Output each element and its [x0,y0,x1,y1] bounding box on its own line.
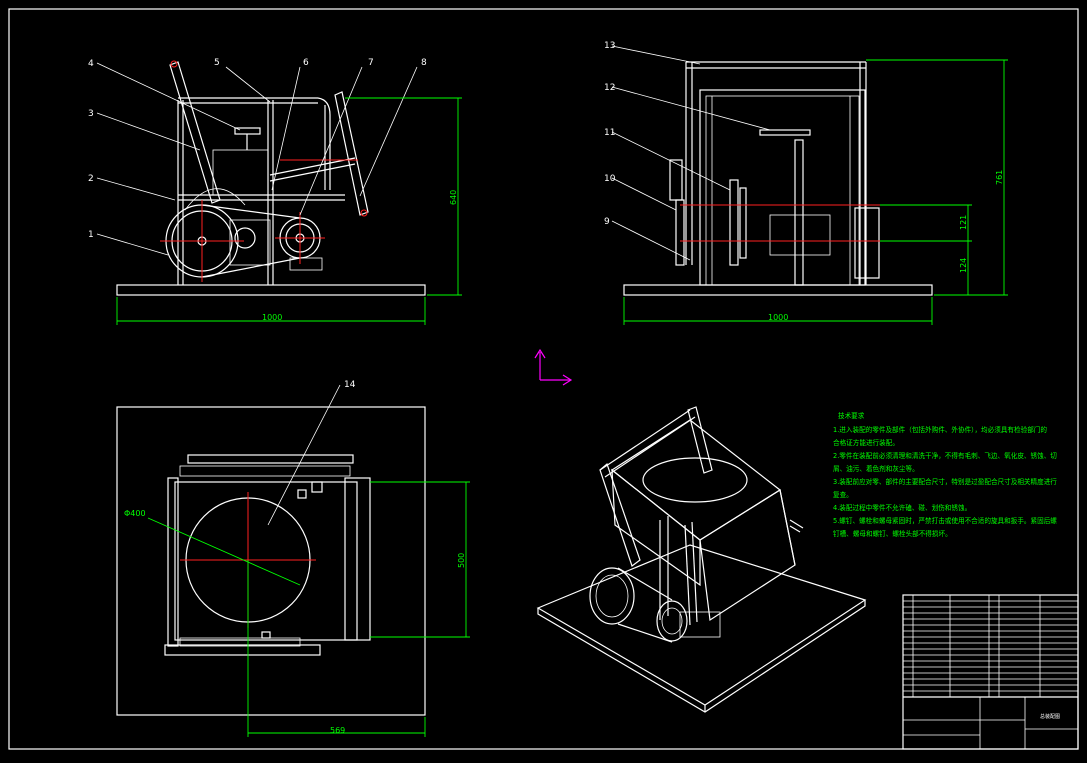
leader-3 [96,112,201,151]
side-base-plate [623,284,933,296]
part-label-3: 3 [88,109,94,119]
part-label-9: 9 [604,217,610,227]
part-label-11: 11 [604,128,615,138]
side-view: 13 12 11 10 9 1000 761 121 124 [604,41,1008,325]
part-label-7: 7 [368,58,374,68]
note-line-6: 复查。 [833,490,853,499]
drawing-name: 总装配图 [1040,713,1060,720]
leader-6 [271,66,301,191]
dim-front-width: 1000 [262,313,282,322]
note-line-5: 3.装配前应对零、部件的主要配合尺寸，特别是过盈配合尺寸及相关精度进行 [833,477,1057,486]
leader-9 [611,220,691,261]
dim-top-depth: 500 [457,553,466,568]
part-label-10: 10 [604,174,616,184]
dim-side-121: 121 [959,215,968,230]
dim-side-124: 124 [959,258,968,273]
note-line-7: 4.装配过程中零件不允许磕、碰、划伤和锈蚀。 [833,503,971,512]
technical-notes: 技术要求 1.进入装配的零件及部件（包括外购件、外协件），均必须具有检验部门的 … [833,411,1057,538]
leader-11 [611,131,731,191]
top-view: 14 Φ400 500 569 [116,380,470,737]
note-line-3: 2.零件在装配前必须清理和清洗干净，不得有毛刺、飞边、氧化皮、锈蚀、切 [833,451,1057,460]
ucs-icon [534,348,573,386]
dim-side-total-height: 761 [995,170,1004,185]
isometric-view [536,406,867,713]
leader-4 [96,62,241,131]
leader-13 [611,45,701,65]
leader-2 [96,177,176,201]
part-label-6: 6 [303,58,309,68]
part-label-1: 1 [88,230,94,240]
notes-title: 技术要求 [838,411,865,420]
leader-1 [96,233,169,256]
drawing-frame [8,8,1079,750]
iso-base-plate [536,544,867,706]
note-line-8: 5.螺钉、螺栓和螺母紧固时，严禁打击或使用不合适的旋具和扳手。紧固后螺 [833,516,1057,525]
note-line-2: 合格证方能进行装配。 [833,438,899,447]
part-label-5: 5 [214,58,220,68]
leader-7 [299,66,363,216]
dim-top-offset: 569 [330,726,345,735]
part-label-14: 14 [344,380,356,390]
part-label-4: 4 [88,59,94,69]
leader-5 [225,66,271,103]
leader-8 [359,66,418,197]
part-label-13: 13 [604,41,615,51]
part-label-2: 2 [88,174,94,184]
part-label-8: 8 [421,58,427,68]
note-line-9: 钉槽、螺母和螺钉、螺栓头部不得损坏。 [833,529,952,538]
note-line-1: 1.进入装配的零件及部件（包括外购件、外协件），均必须具有检验部门的 [833,425,1047,434]
dim-top-diameter: Φ400 [124,509,146,518]
leader-10 [611,177,677,211]
part-label-12: 12 [604,83,615,93]
title-block: 总装配图 [902,594,1079,750]
dim-front-height: 640 [449,190,458,205]
leader-12 [611,86,771,131]
top-base-plate [116,406,426,716]
note-line-4: 屑、油污、着色剂和灰尘等。 [833,464,919,473]
front-view: 4 3 2 1 5 6 7 8 1000 640 [88,58,462,325]
front-base-plate [116,284,426,296]
dim-side-width: 1000 [768,313,788,322]
leader-14 [267,384,341,526]
